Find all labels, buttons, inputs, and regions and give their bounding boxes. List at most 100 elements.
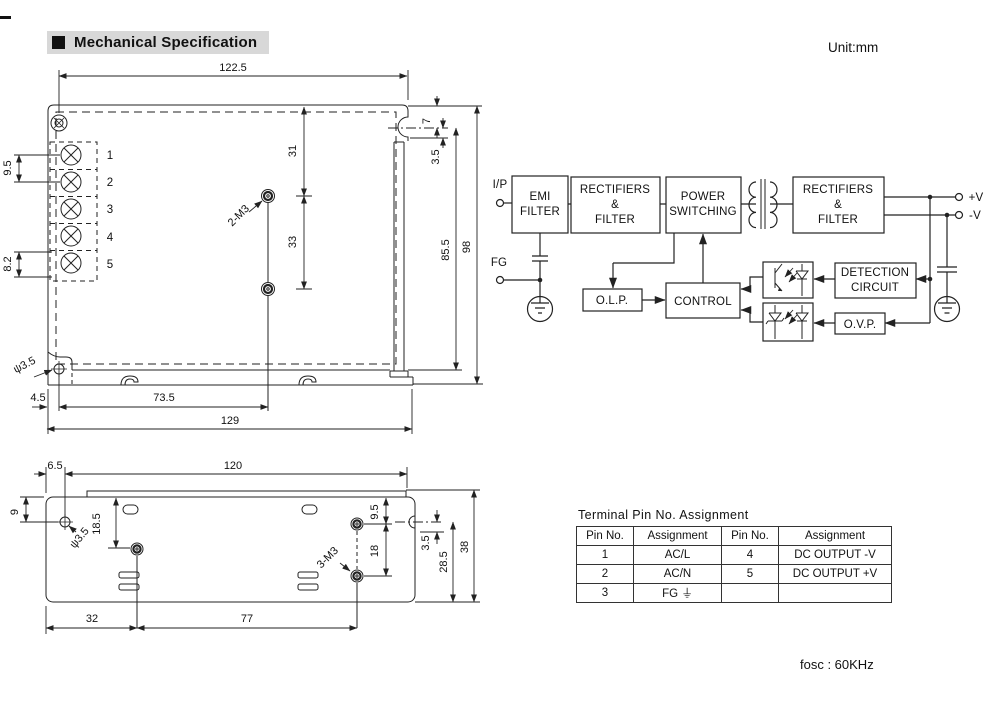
rect2-label-line1: RECTIFIERS [803,184,873,196]
pin-number-5: 5 [107,259,113,271]
dim-hole-from-top: 9 [9,509,21,515]
rect1-label-line1: RECTIFIERS [580,184,650,196]
label-hole-dia: ψ3.5 [68,525,92,550]
cell-pin: 5 [721,564,779,584]
control-label: CONTROL [674,296,732,308]
vent-slots [118,504,319,591]
dim-hole-span-bottom: 77 [241,613,253,625]
rect2-label-line3: FILTER [818,214,858,226]
block-diagram: I/P FG +V -V EMI FILTER RECTIFIERS & FIL… [491,175,984,342]
dim-hole-span-bottom: 73.5 [153,392,174,404]
terminal-screws [60,144,82,274]
table-row: 1 AC/L 4 DC OUTPUT -V [576,545,892,565]
dim-notch-offset: 3.5 [420,535,432,550]
dim-hole-spacing: 33 [287,236,299,248]
bottom-mounting-holes [130,517,364,628]
pin-number-2: 2 [107,177,113,189]
cell-assignment: AC/L [633,545,722,565]
transformer-icon [748,179,778,229]
block-diagram-labels: I/P FG +V -V EMI FILTER RECTIFIERS & FIL… [491,179,984,331]
cell-pin: 2 [576,564,634,584]
ovp-label: O.V.P. [844,319,877,331]
dim-hole-from-top: 31 [287,145,299,157]
ground-clip [298,375,317,386]
dim-overall-depth: 38 [459,541,471,553]
optocoupler-bottom [762,302,814,342]
output-pos-label: +V [969,192,984,204]
dim-hole-offset-left: 6.5 [47,460,62,472]
control-wiring [609,233,835,327]
label-3-m3: 3-M3 [315,545,341,571]
input-label: I/P [493,179,508,191]
bottom-view-dimension-labels: 6.5 120 9 ψ3.5 18.5 3-M3 9.5 18 3.5 28.5… [9,460,471,625]
rectifiers-input-block [570,176,661,234]
dim-hole-bottom-offset: 28.5 [438,551,450,572]
col-header: Assignment [633,526,722,546]
page-title: Mechanical Specification [74,34,258,51]
corner-screw [50,114,68,132]
fg-label: FG [491,257,507,269]
top-view-dimension-lines [14,70,483,434]
terminal-block [49,141,98,282]
pin-number-4: 4 [107,232,114,244]
label-2-m3: 2-M3 [226,203,252,229]
dim-hole-top-offset: 9.5 [369,504,381,519]
rectifiers-output-block [792,176,885,234]
dim-top-width: 120 [224,460,242,472]
output-rails [884,192,964,327]
input-terminal [495,198,512,208]
cell-assignment: DC OUTPUT -V [778,545,892,565]
page-edge-mark [0,16,11,19]
pin-table-title: Terminal Pin No. Assignment [578,508,749,522]
table-row: 3 FG ⏚ [576,583,892,603]
pin-number-3: 3 [107,204,113,216]
dim-overall-height: 98 [461,241,473,253]
unit-label: Unit:mm [828,40,879,55]
label-side-hole-dia: ψ3.5 [12,355,38,376]
dim-bracket-top: 7 [421,118,433,124]
dim-overall-length: 129 [221,415,239,427]
dim-pin5-offset: 8.2 [2,256,14,271]
chassis-mounting-holes [261,189,275,411]
pin-assignment-table: Pin No. Assignment Pin No. Assignment 1 … [576,526,892,603]
emi-label-line1: EMI [529,191,550,203]
emi-label-line2: FILTER [520,206,560,218]
dim-hole-spacing-right: 18 [369,545,381,557]
cell-pin: 4 [721,545,779,565]
detection-label-line1: DETECTION [841,267,909,279]
earth-ground-icon [526,295,554,323]
cell-pin [721,583,779,603]
bottom-view-drawing: 6.5 120 9 ψ3.5 18.5 3-M3 9.5 18 3.5 28.5… [9,460,480,634]
dim-hole-offset-left: 4.5 [30,392,45,404]
output-neg-label: -V [969,210,981,222]
optocoupler-bottom-symbol [765,305,809,339]
ground-clip [120,375,139,386]
cell-assignment: AC/N [633,564,722,584]
cell-pin: 1 [576,545,634,565]
olp-label: O.L.P. [596,295,628,307]
detection-label-line2: CIRCUIT [851,282,899,294]
bottom-view-dimension-lines [20,467,480,634]
power-switching-block [665,176,742,234]
section-square-icon [52,36,65,49]
dim-overall-width: 122.5 [219,62,247,74]
dim-pin-pitch: 9.5 [2,160,14,175]
emi-filter-block [511,175,569,234]
cell-assignment: FG ⏚ [633,583,722,603]
cell-assignment: DC OUTPUT +V [778,564,892,584]
rect1-label-line2: & [611,199,619,211]
col-header: Assignment [778,526,892,546]
ps-label-line2: SWITCHING [669,206,737,218]
optocoupler-top [762,261,814,299]
col-header: Pin No. [721,526,779,546]
table-row: 2 AC/N 5 DC OUTPUT +V [576,564,892,584]
cell-assignment [778,583,892,603]
pin-assignment-section: Terminal Pin No. Assignment Pin No. Assi… [576,508,892,603]
rect2-label-line2: & [834,199,842,211]
table-header-row: Pin No. Assignment Pin No. Assignment [576,526,892,546]
ps-label-line1: POWER [681,191,725,203]
dim-hole1-from-top: 18.5 [91,513,103,534]
earth-ground-icon [933,295,961,323]
